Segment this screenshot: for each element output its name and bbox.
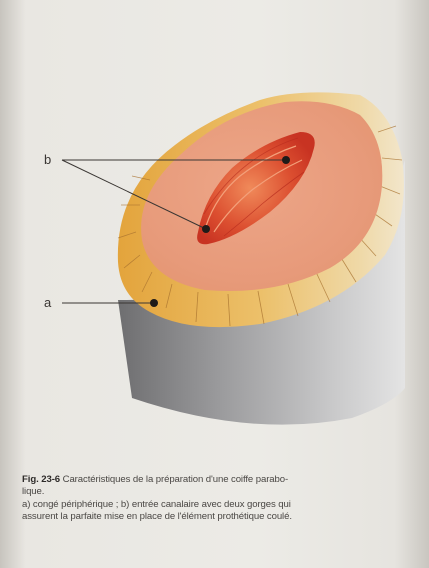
caption-title-line-1: Fig. 23-6 Caractéristiques de la prépara… [22,474,422,486]
label-a: a [44,295,52,310]
callout-b-dot-2 [202,225,210,233]
caption-legend-line-2: assurent la parfaite mise en place de l'… [22,511,422,523]
caption-title-line-2: lique. [22,486,422,498]
callout-b-dot-1 [282,156,290,164]
tooth-preparation-illustration: b a [0,0,429,470]
label-b: b [44,152,51,167]
caption-legend-line-1: a) congé périphérique ; b) entrée canala… [22,499,422,511]
figure-caption: Fig. 23-6 Caractéristiques de la prépara… [22,474,422,524]
figure-number: Fig. 23-6 [22,474,60,485]
caption-title-text: Caractéristiques de la préparation d'une… [63,474,288,485]
callout-a-dot [150,299,158,307]
